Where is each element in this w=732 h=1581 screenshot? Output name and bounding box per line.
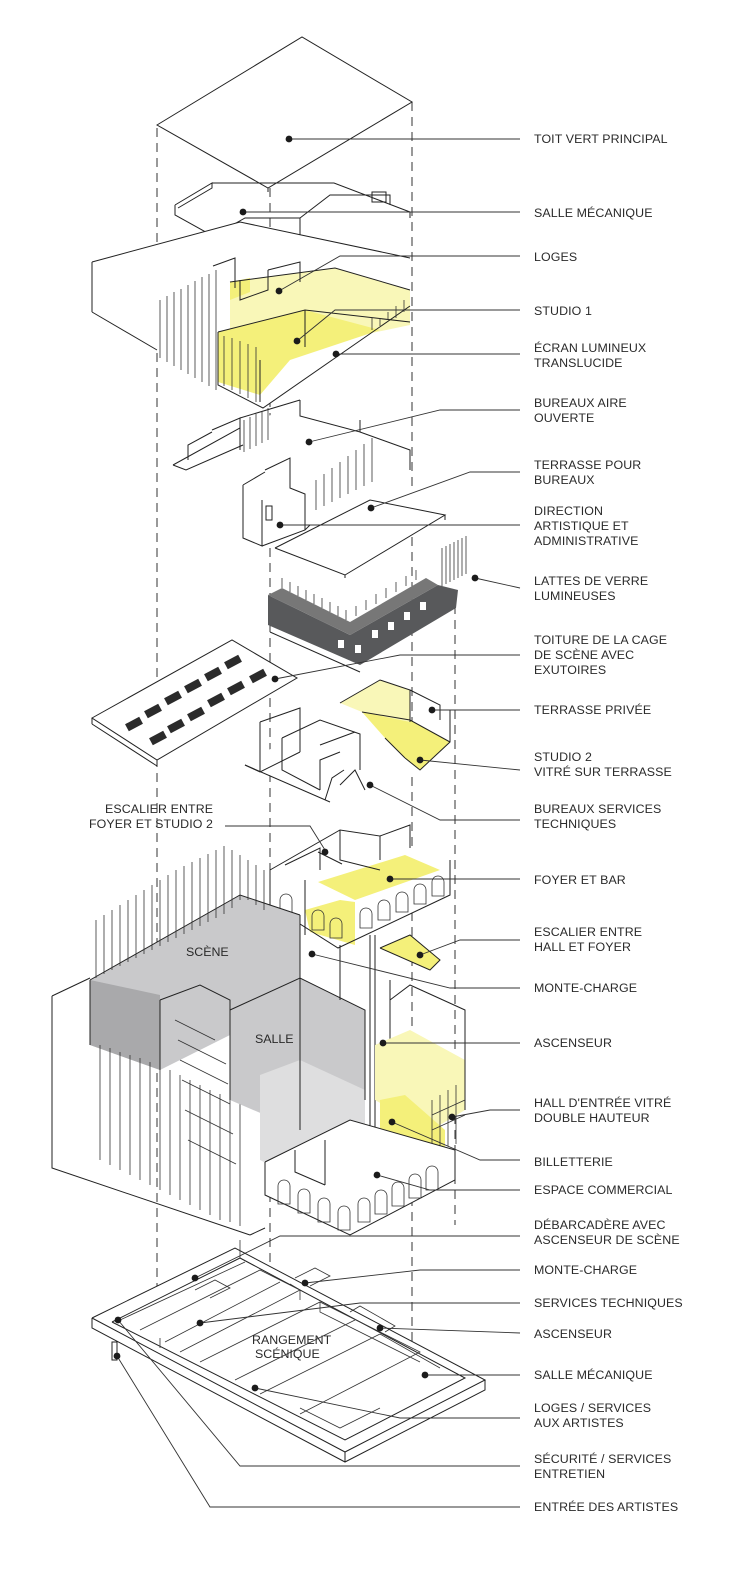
studio1-level	[91, 221, 411, 409]
label-bureaux-1: BUREAUX AIRE	[534, 396, 627, 410]
label-monte-charge-haut: MONTE-CHARGE	[534, 981, 637, 995]
basement-level	[91, 1240, 487, 1463]
label-ascenseur-haut: ASCENSEUR	[534, 1036, 612, 1050]
label-terrasse-privee: TERRASSE PRIVÉE	[534, 702, 651, 717]
label-esc-hf-2: HALL ET FOYER	[534, 940, 631, 954]
label-esc-fs-1: ESCALIER ENTRE	[105, 802, 213, 816]
label-services-techniques: SERVICES TECHNIQUES	[534, 1296, 683, 1310]
main-hall-level	[51, 846, 466, 1236]
label-hall-1: HALL D'ENTRÉE VITRÉ	[534, 1095, 671, 1110]
label-bst-1: BUREAUX SERVICES	[534, 802, 661, 816]
label-toiture-1: TOITURE DE LA CAGE	[534, 633, 667, 647]
label-toiture-2: DE SCÈNE AVEC	[534, 647, 634, 662]
label-terrasse-bureaux-1: TERRASSE POUR	[534, 458, 641, 472]
label-lattes-1: LATTES DE VERRE	[534, 574, 648, 588]
foyer-level	[269, 824, 451, 971]
bureaux-level	[172, 399, 447, 578]
label-bureaux-2: OUVERTE	[534, 411, 594, 425]
label-monte-charge-bas: MONTE-CHARGE	[534, 1263, 637, 1277]
studio2-level	[244, 679, 451, 803]
label-toiture-3: EXUTOIRES	[534, 663, 606, 677]
label-lattes-2: LUMINEUSES	[534, 589, 616, 603]
label-ascenseur-bas: ASCENSEUR	[534, 1327, 612, 1341]
label-rangement-2: SCÉNIQUE	[255, 1346, 320, 1361]
toiture-cage-scene	[268, 535, 470, 673]
label-toit-vert: TOIT VERT PRINCIPAL	[534, 132, 668, 146]
label-salle: SALLE	[255, 1032, 294, 1046]
label-direction-3: ADMINISTRATIVE	[534, 534, 638, 548]
label-terrasse-bureaux-2: BUREAUX	[534, 473, 595, 487]
leader-lines	[116, 138, 521, 1508]
label-entree-artistes: ENTRÉE DES ARTISTES	[534, 1499, 678, 1514]
label-studio2-1: STUDIO 2	[534, 750, 592, 764]
label-rangement-1: RANGEMENT	[252, 1333, 332, 1347]
inside-labels: SCÈNE SALLE RANGEMENT SCÉNIQUE	[186, 944, 332, 1361]
label-loges-services-2: AUX ARTISTES	[534, 1416, 624, 1430]
label-bst-2: TECHNIQUES	[534, 817, 616, 831]
label-ecran-1: ÉCRAN LUMINEUX	[534, 340, 646, 355]
label-debarcadere-2: ASCENSEUR DE SCÈNE	[534, 1232, 680, 1247]
exutoires-slab	[91, 639, 298, 767]
label-esc-fs-2: FOYER ET STUDIO 2	[89, 817, 213, 831]
label-loges-services-1: LOGES / SERVICES	[534, 1401, 651, 1415]
label-foyer-bar: FOYER ET BAR	[534, 873, 626, 887]
callout-labels: TOIT VERT PRINCIPAL SALLE MÉCANIQUE LOGE…	[534, 132, 683, 1514]
label-scene: SCÈNE	[186, 944, 229, 959]
leader-dots	[113, 135, 479, 1392]
label-esc-hf-1: ESCALIER ENTRE	[534, 925, 642, 939]
label-direction-1: DIRECTION	[534, 504, 603, 518]
label-hall-2: DOUBLE HAUTEUR	[534, 1111, 650, 1125]
label-ecran-2: TRANSLUCIDE	[534, 356, 623, 370]
toit-vert-slab	[156, 36, 413, 192]
label-securite-1: SÉCURITÉ / SERVICES	[534, 1451, 671, 1466]
label-salle-mecanique-haut: SALLE MÉCANIQUE	[534, 205, 653, 220]
label-espace-commercial: ESPACE COMMERCIAL	[534, 1183, 672, 1197]
label-debarcadere-1: DÉBARCADÈRE AVEC	[534, 1217, 666, 1232]
label-securite-2: ENTRETIEN	[534, 1467, 605, 1481]
left-callout-labels: ESCALIER ENTRE FOYER ET STUDIO 2	[89, 802, 213, 831]
label-direction-2: ARTISTIQUE ET	[534, 519, 629, 533]
label-studio2-2: VITRÉ SUR TERRASSE	[534, 764, 672, 779]
label-salle-mecanique-bas: SALLE MÉCANIQUE	[534, 1367, 653, 1382]
label-loges: LOGES	[534, 250, 577, 264]
label-studio1: STUDIO 1	[534, 304, 592, 318]
label-billetterie: BILLETTERIE	[534, 1155, 613, 1169]
